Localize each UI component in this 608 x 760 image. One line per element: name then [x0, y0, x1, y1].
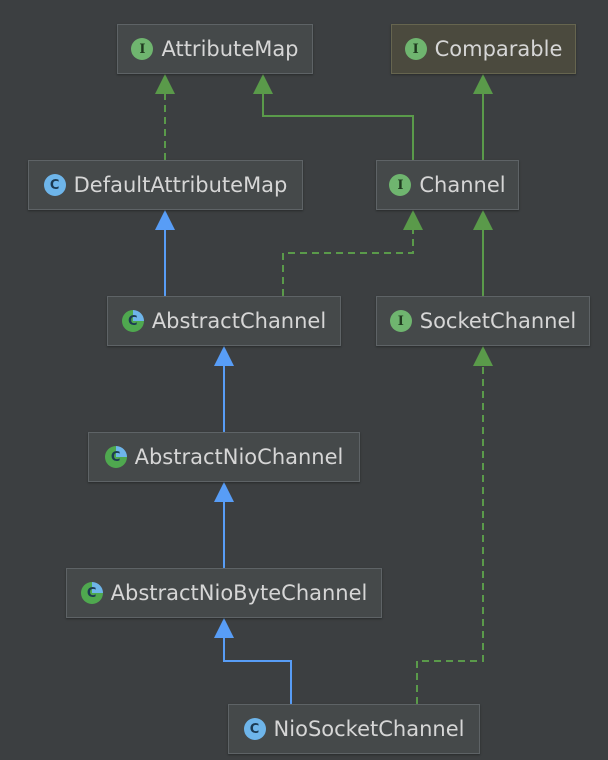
arrowhead-channel-left — [403, 210, 423, 230]
node-socketchannel[interactable]: I SocketChannel — [376, 296, 590, 346]
node-comparable[interactable]: I Comparable — [391, 24, 576, 74]
class-icon: C — [43, 174, 66, 196]
abstract-class-icon: C — [80, 582, 103, 604]
node-niosocketchannel[interactable]: C NioSocketChannel — [228, 704, 480, 754]
edge-niosocketchannel-socketchannel — [416, 360, 484, 704]
node-defaultattributemap[interactable]: C DefaultAttributeMap — [28, 160, 303, 210]
node-label: AttributeMap — [161, 37, 299, 61]
node-label: DefaultAttributeMap — [73, 173, 288, 197]
abstract-class-icon: C — [121, 310, 144, 332]
arrowhead-defaultattributemap — [155, 210, 175, 230]
edge-channel-attributemap — [262, 88, 414, 160]
arrowhead-abstractniobytechannel — [214, 618, 234, 638]
node-label: Comparable — [434, 37, 563, 61]
arrowhead-comparable — [473, 74, 493, 94]
arrowhead-attributemap-right — [253, 74, 273, 94]
class-icon: C — [243, 718, 266, 740]
arrowhead-attributemap-left — [155, 74, 175, 94]
node-abstractniochannel[interactable]: C AbstractNioChannel — [88, 432, 360, 482]
edge-abstractchannel-channel — [282, 224, 414, 296]
arrowhead-abstractchannel — [214, 346, 234, 366]
interface-icon: I — [389, 310, 412, 332]
interface-icon: I — [404, 38, 427, 60]
node-label: Channel — [419, 173, 506, 197]
node-label: AbstractNioChannel — [134, 445, 344, 469]
node-label: AbstractChannel — [151, 309, 327, 333]
interface-icon: I — [389, 174, 412, 196]
abstract-class-icon: C — [104, 446, 127, 468]
node-label: SocketChannel — [419, 309, 577, 333]
interface-icon: I — [131, 38, 154, 60]
node-attributemap[interactable]: I AttributeMap — [117, 24, 313, 74]
node-abstractniobytechannel[interactable]: C AbstractNioByteChannel — [66, 568, 382, 618]
node-label: NioSocketChannel — [273, 717, 465, 741]
edge-niosocketchannel-abstractniobytechannel — [223, 632, 292, 704]
node-abstractchannel[interactable]: C AbstractChannel — [107, 296, 341, 346]
node-label: AbstractNioByteChannel — [110, 581, 368, 605]
arrowhead-abstractniochannel — [214, 482, 234, 502]
arrowhead-socketchannel — [473, 346, 493, 366]
node-channel[interactable]: I Channel — [376, 160, 519, 210]
arrowhead-channel-right — [473, 210, 493, 230]
